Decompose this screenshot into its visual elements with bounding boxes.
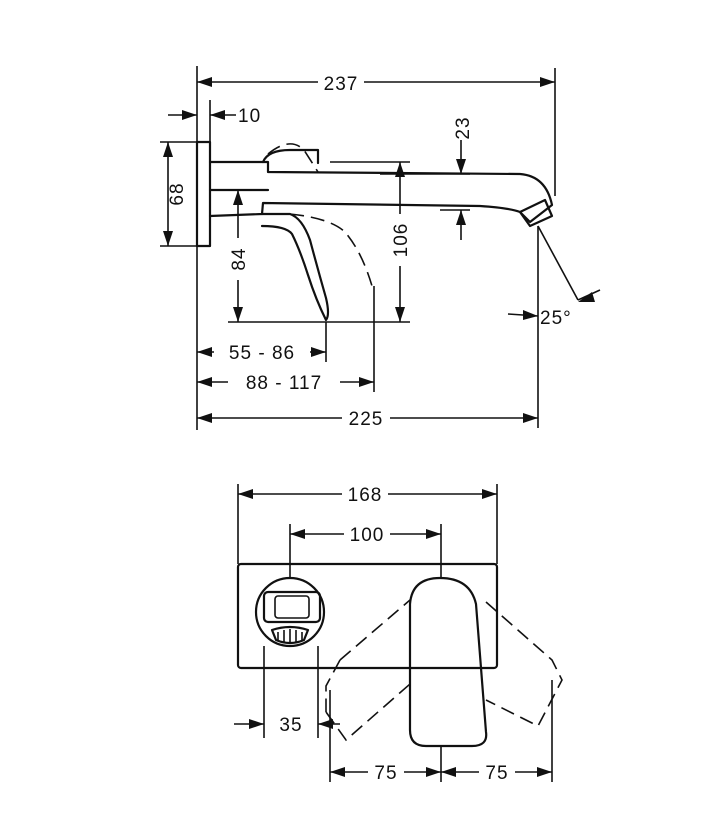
- dim-label-bg-225: [342, 407, 390, 429]
- handle-alt-position: [267, 143, 373, 287]
- arrow-237-right: [540, 77, 555, 87]
- dim-label-swing-left: 75: [374, 763, 397, 784]
- ext-line-angle-slanted: [537, 225, 579, 301]
- dim-label-bg-106: [388, 214, 412, 266]
- dim-label-projection: 225: [349, 409, 384, 430]
- front-wall-plate: [236, 562, 499, 670]
- arrow-10-right: [210, 110, 225, 120]
- dim-label-total-height: 106: [391, 223, 412, 258]
- dim-label-center-distance: 100: [350, 525, 385, 546]
- arrow-angle-left: [523, 310, 538, 320]
- dim-label-overall-length: 237: [324, 74, 359, 95]
- aerator-face: [270, 625, 310, 645]
- arrow-84-bottom: [233, 307, 243, 322]
- arrow-225-right: [523, 413, 538, 423]
- arrow-35-left: [249, 719, 264, 729]
- arrow-168-left: [238, 489, 253, 499]
- arrow-68-top: [163, 142, 173, 157]
- arrow-88-117-right: [359, 377, 374, 387]
- dim-label-bg-88-117: [228, 371, 340, 393]
- arrow-84-top: [233, 190, 243, 205]
- aerator-nozzle: [518, 198, 554, 228]
- arrow-75-left-end: [426, 767, 441, 777]
- dim-label-swing-right: 75: [485, 763, 508, 784]
- front-handle-alt-left: [325, 599, 411, 742]
- arrow-55-86-right: [311, 347, 326, 357]
- dim-label-bg-168: [342, 483, 388, 505]
- spout-outlet-inner: [274, 595, 310, 619]
- dim-label-handle-offset: 35: [279, 715, 302, 736]
- dim-label-bg-237: [318, 71, 364, 93]
- spout-body: [208, 160, 554, 224]
- front-view: 168 100 35 75 75: [234, 483, 563, 784]
- handle-lever: [260, 212, 330, 322]
- arrow-75-left-start: [330, 767, 345, 777]
- dim-label-plate-width: 168: [348, 485, 383, 506]
- arrow-75-right-end: [537, 767, 552, 777]
- arrow-168-right: [482, 489, 497, 499]
- aerator-grid: [277, 629, 303, 643]
- spout-outlet-body: [262, 590, 322, 624]
- arrow-75-right-start: [441, 767, 456, 777]
- dim-label-bg-100: [344, 523, 390, 545]
- arrow-23-top: [456, 159, 466, 174]
- dim-label-plate-height: 68: [167, 182, 188, 205]
- arrow-angle-right: [578, 292, 595, 302]
- wall-plate: [195, 140, 212, 248]
- front-handle-alt-right: [485, 601, 563, 728]
- arrow-106-bottom: [395, 307, 405, 322]
- arrow-68-bottom: [163, 231, 173, 246]
- dim-label-bg-84: [226, 238, 250, 280]
- arrow-100-right: [426, 529, 441, 539]
- arrow-88-117-left: [197, 377, 212, 387]
- front-handle-alt-left-outline: [325, 659, 341, 712]
- arrow-237-left: [197, 77, 212, 87]
- spout-cap: [261, 148, 320, 165]
- dim-label-bg-75-left: [368, 761, 404, 783]
- dim-label-handle-drop: 84: [229, 247, 250, 270]
- arrow-100-left: [290, 529, 305, 539]
- arrow-106-top: [395, 162, 405, 177]
- dim-label-plate-depth: 10: [238, 106, 261, 127]
- dim-label-handle-range-1: 55 - 86: [229, 343, 295, 364]
- dim-label-spout-angle: 25°: [540, 308, 572, 329]
- dim-label-handle-range-2: 88 - 117: [246, 373, 322, 394]
- dim-label-spout-height: 23: [453, 116, 474, 139]
- dim-label-bg-55-86: [214, 341, 310, 363]
- dim-label-bg-75-right: [479, 761, 515, 783]
- front-handle-lever: [408, 576, 488, 748]
- arrow-225-left: [197, 413, 212, 423]
- side-view: 237 10 68 23 84: [160, 66, 601, 430]
- arrow-10-left: [182, 110, 197, 120]
- arrow-55-86-left: [197, 347, 212, 357]
- arrow-23-bottom: [456, 210, 466, 225]
